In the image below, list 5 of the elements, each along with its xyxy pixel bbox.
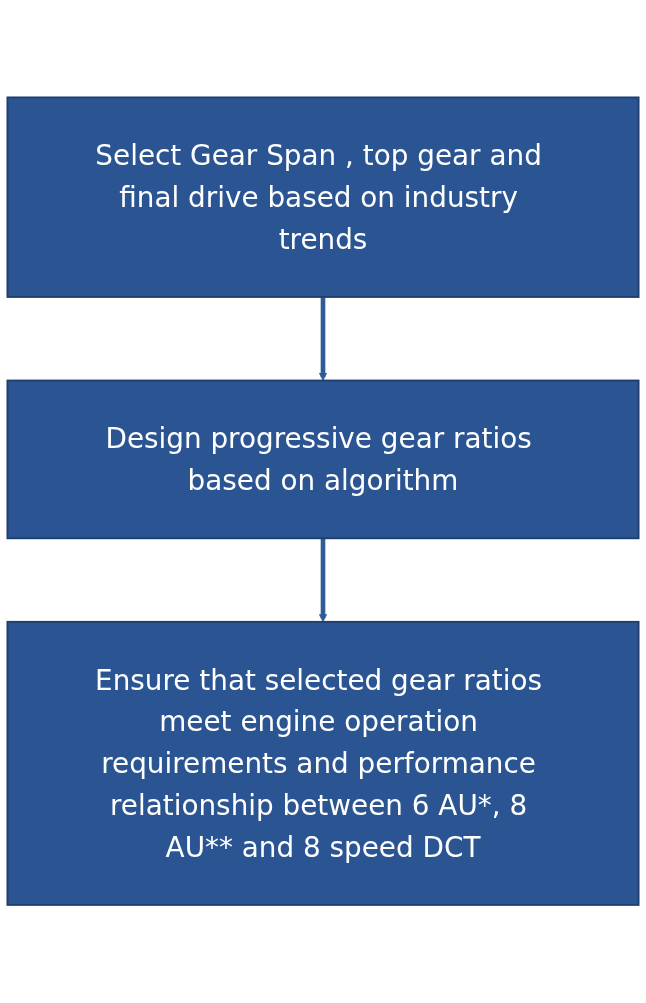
node-box: Design progressive gear ratios based on algorithm (6, 379, 640, 540)
node-box: Select Gear Span , top gear and final drive based on industry trends (6, 96, 640, 299)
arrow (318, 538, 328, 623)
arrow (318, 297, 328, 382)
node-box: Ensure that selected gear ratios meet engine operation requirements and performance relationship between 6 AU*, 8 AU** and 8 speed DCT (6, 621, 640, 907)
